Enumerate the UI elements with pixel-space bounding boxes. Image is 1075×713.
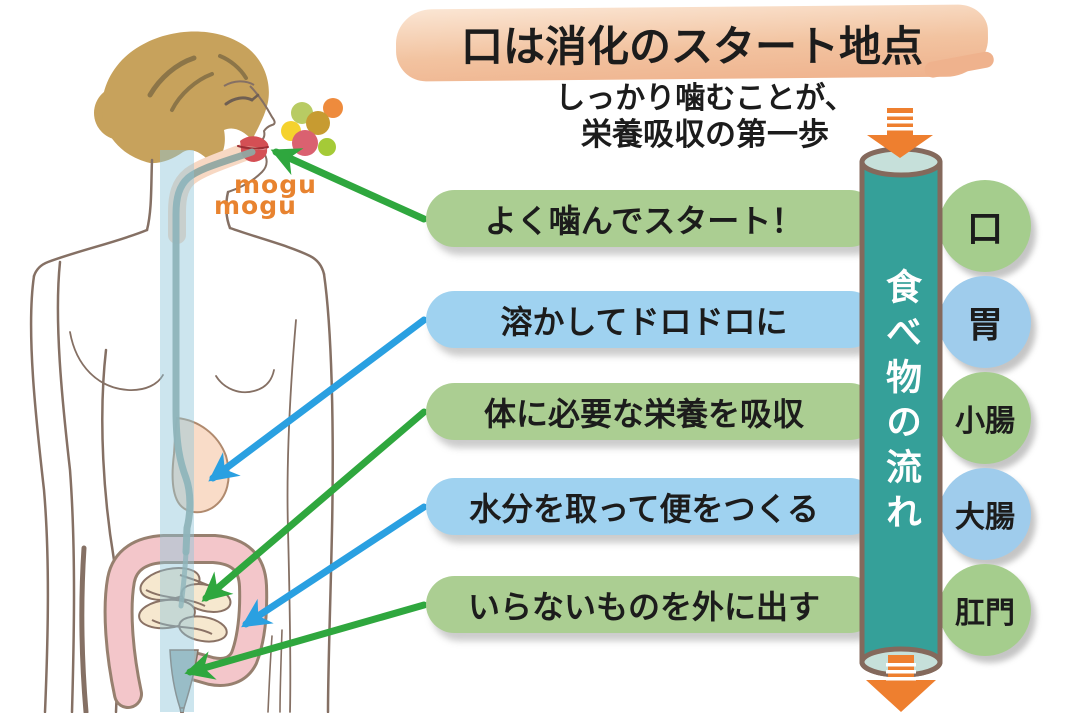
subtitle-line2: 栄養吸収の第一歩: [581, 117, 829, 153]
hair: [94, 31, 269, 165]
chewing-sound-text: mogu mogu: [214, 172, 317, 218]
face: [223, 80, 276, 193]
step-pill-anus: いらないものを外に出す: [426, 576, 878, 633]
organ-circle-small-intestine: 小腸: [939, 372, 1031, 464]
organ-circle-anus: 肛門: [939, 564, 1031, 656]
food-dot: [323, 98, 343, 118]
flow-tube-bottom-cap: [859, 646, 943, 678]
organ-circle-stomach: 胃: [939, 276, 1031, 368]
step-pill-small-intestine: 体に必要な栄養を吸収: [426, 383, 878, 440]
organ-circle-mouth: 口: [939, 180, 1031, 272]
food-dot: [292, 130, 318, 156]
subtitle: しっかり噛むことが、 栄養吸収の第一歩: [490, 80, 920, 154]
flow-tube-label: 食べ物の流れ: [880, 268, 921, 538]
body-illustration: [29, 31, 343, 713]
food-dot: [318, 138, 336, 156]
step-pill-stomach: 溶かしてドロドロに: [426, 291, 878, 348]
food-dot: [306, 111, 330, 135]
digestive-band: [160, 150, 194, 712]
flow-arrow-bottom-icon: [866, 655, 936, 712]
organ-circle-large-intestine: 大腸: [939, 468, 1031, 560]
step-pill-large-intestine: 水分を取って便をつくる: [426, 478, 878, 535]
food-dots: [281, 98, 343, 156]
subtitle-line1: しっかり噛むことが、: [555, 81, 855, 116]
step-pill-mouth: よく噛んでスタート！: [426, 190, 878, 247]
page-title: 口は消化のスタート地点: [460, 21, 923, 71]
esophagus-line: [172, 148, 256, 609]
